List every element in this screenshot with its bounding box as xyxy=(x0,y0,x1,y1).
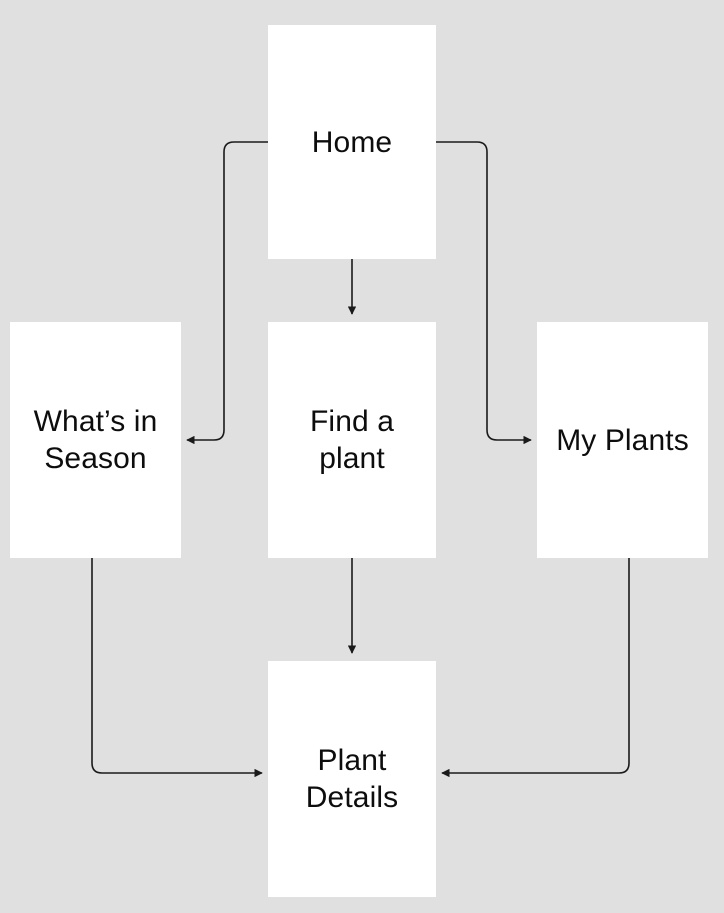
edge-home-to-myplants xyxy=(436,141,532,445)
node-home[interactable]: Home xyxy=(268,25,436,259)
node-whats-in-season[interactable]: What’s in Season xyxy=(10,322,181,558)
edge-season-to-details xyxy=(91,558,263,778)
node-find-a-plant-label: Find a plant xyxy=(310,405,394,475)
node-plant-details[interactable]: Plant Details xyxy=(268,661,436,897)
node-my-plants[interactable]: My Plants xyxy=(537,322,708,558)
edge-myplants-to-details xyxy=(441,558,630,778)
node-home-label: Home xyxy=(311,125,393,159)
node-whats-in-season-label: What’s in Season xyxy=(33,405,158,475)
node-plant-details-label: Plant Details xyxy=(305,744,399,814)
edge-home-to-season xyxy=(186,141,268,445)
node-my-plants-label: My Plants xyxy=(556,423,689,457)
node-find-a-plant[interactable]: Find a plant xyxy=(268,322,436,558)
